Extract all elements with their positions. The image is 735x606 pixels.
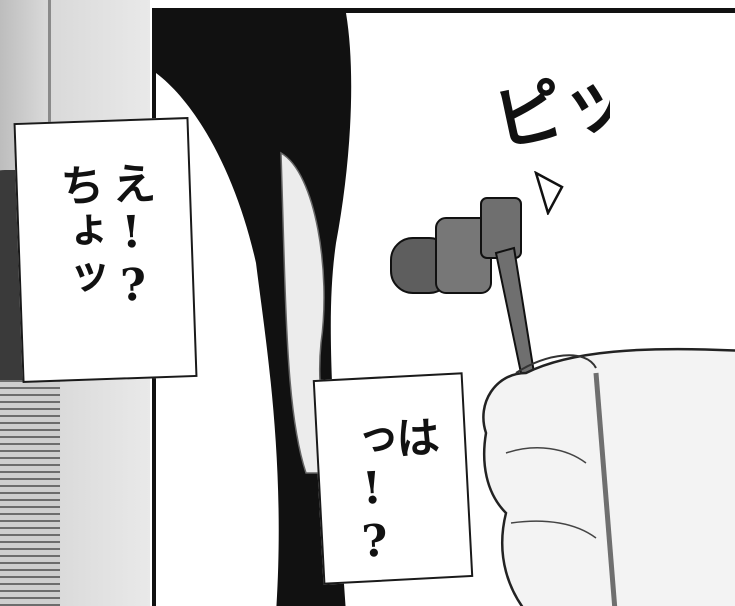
speech-bubble-2: はっ!?: [312, 372, 474, 585]
hand: [482, 347, 735, 606]
speech-bubble-1: え!? ちょッ: [13, 117, 198, 383]
speech-text-2-col-1: はっ!?: [342, 413, 441, 571]
sparkle-mark: [534, 171, 564, 215]
earphone: [390, 197, 536, 374]
speech-text-1-col-1: え!?: [103, 160, 160, 314]
wall-hatching: [0, 380, 60, 606]
sound-effect: ピッ: [490, 54, 610, 150]
speech-text-1-col-2: ちょッ: [51, 162, 108, 302]
svg-text:ピッ: ピッ: [490, 54, 610, 150]
